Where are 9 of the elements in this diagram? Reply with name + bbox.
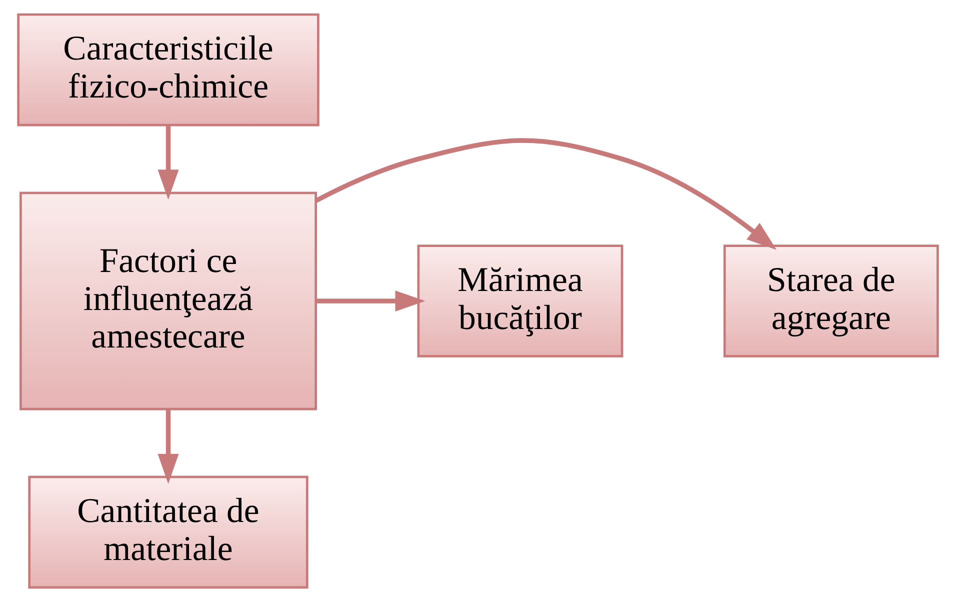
arrow [316,290,426,312]
arrow [158,125,179,200]
node-box: Starea de agregare [723,244,939,358]
arrow [315,138,777,250]
node-box: Factori ce influenţează amestecare [20,192,317,410]
node-box: Cantitatea de materiale [28,476,308,589]
node-box: Mărimea bucăţilor [417,244,624,358]
node-box: Caracteristicile fizico-chimice [17,13,320,126]
arrow [158,409,179,484]
